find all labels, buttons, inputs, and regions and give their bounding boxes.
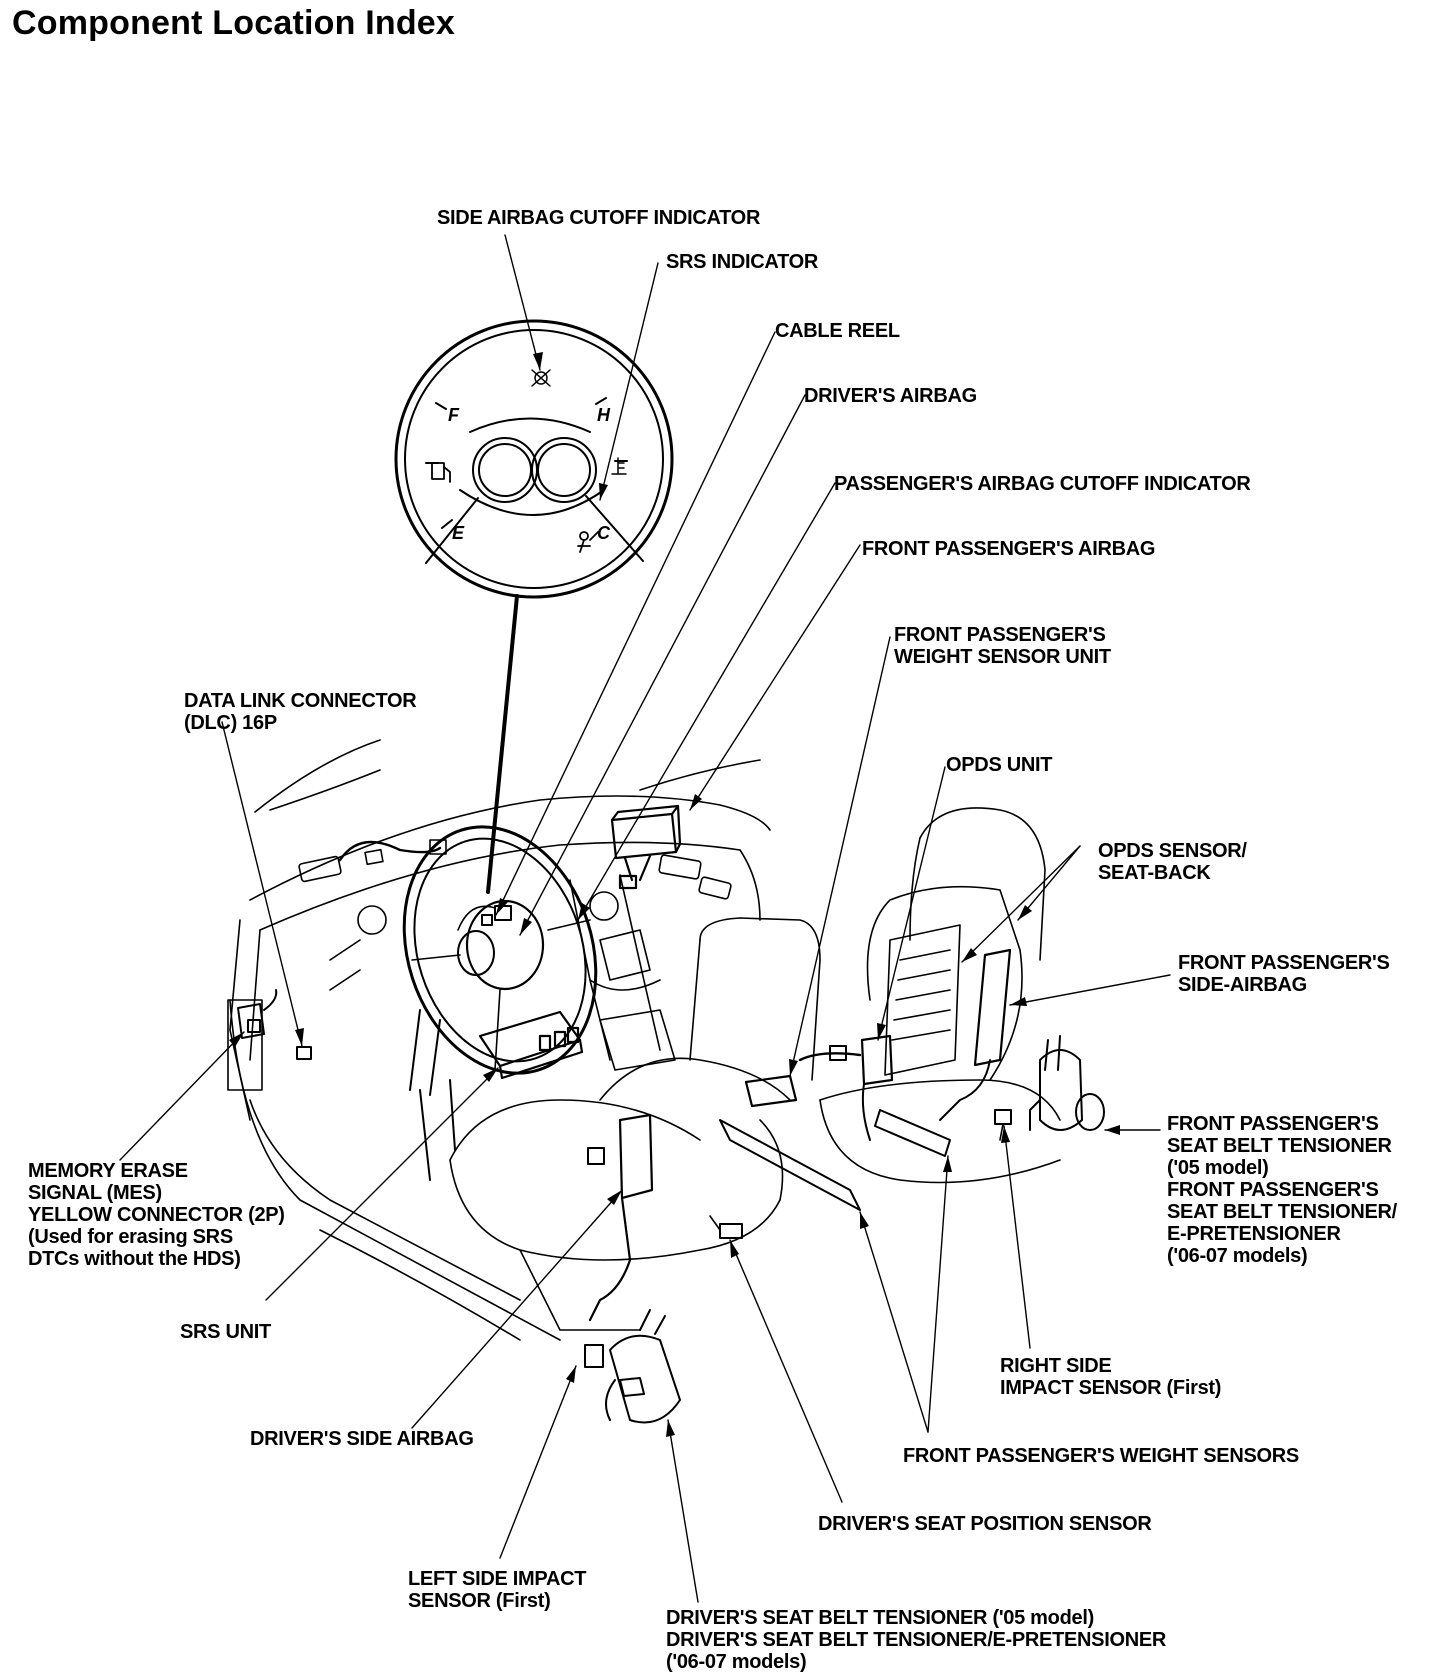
label-srs-indicator: SRS INDICATOR [666,251,819,273]
leader-lines [119,234,1171,1603]
label-passengers-airbag-cutoff-indicator: PASSENGER'S AIRBAG CUTOFF INDICATOR [834,473,1251,495]
fuel-empty-label: E [452,523,465,543]
driver-seat-belt-tensioner [584,1309,681,1424]
label-data-link-connector: DATA LINK CONNECTOR (DLC) 16P [184,690,417,734]
label-srs-unit: SRS UNIT [180,1321,271,1343]
label-front-passengers-side-airbag: FRONT PASSENGER'S SIDE-AIRBAG [1178,952,1390,996]
temp-cold-label: C [597,523,611,543]
label-front-passengers-weight-sensor-unit: FRONT PASSENGER'S WEIGHT SENSOR UNIT [894,624,1111,668]
vehicle-interior [227,739,1105,1424]
label-drivers-seat-position-sensor: DRIVER'S SEAT POSITION SENSOR [818,1513,1152,1535]
mes-connector [237,989,278,1039]
label-memory-erase-signal: MEMORY ERASE SIGNAL (MES) YELLOW CONNECT… [28,1160,285,1270]
label-right-side-impact-sensor: RIGHT SIDE IMPACT SENSOR (First) [1000,1355,1222,1399]
label-front-passengers-weight-sensors: FRONT PASSENGER'S WEIGHT SENSORS [903,1445,1299,1467]
dlc-connector [296,1046,312,1060]
label-front-passengers-seat-belt-tensioner: FRONT PASSENGER'S SEAT BELT TENSIONER ('… [1167,1113,1397,1267]
label-front-passengers-airbag: FRONT PASSENGER'S AIRBAG [862,538,1156,560]
driver-seat [449,917,821,1331]
label-drivers-seat-belt-tensioner: DRIVER'S SEAT BELT TENSIONER ('05 model)… [666,1607,1167,1673]
label-side-airbag-cutoff-indicator: SIDE AIRBAG CUTOFF INDICATOR [437,207,761,229]
temp-hot-label: H [597,405,611,425]
side-airbag-cutoff-icon [531,369,551,387]
dial-left [472,437,538,503]
passenger-airbag-module [610,804,682,890]
right-impact-sensor [994,1109,1012,1125]
srs-unit-module [478,1010,584,1080]
dial-right [531,437,597,503]
label-cable-reel: CABLE REEL [775,320,900,342]
label-opds-sensor: OPDS SENSOR/ SEAT-BACK [1098,840,1247,884]
label-drivers-side-airbag: DRIVER'S SIDE AIRBAG [250,1428,474,1450]
label-drivers-airbag: DRIVER'S AIRBAG [804,385,977,407]
passenger-seat [719,807,1061,1211]
coolant-temp-icon [611,457,627,475]
srs-indicator-icon [577,531,599,553]
label-left-side-impact-sensor: LEFT SIDE IMPACT SENSOR (First) [408,1568,587,1612]
passenger-seat-belt-tensioner [1029,1035,1105,1131]
instrument-cluster-detail: F E H C [394,319,674,894]
fuel-full-label: F [448,405,460,425]
page-title: Component Location Index [12,4,456,42]
steering-wheel [402,825,598,1075]
fuel-pump-icon [431,462,451,483]
label-opds-unit: OPDS UNIT [946,754,1053,776]
